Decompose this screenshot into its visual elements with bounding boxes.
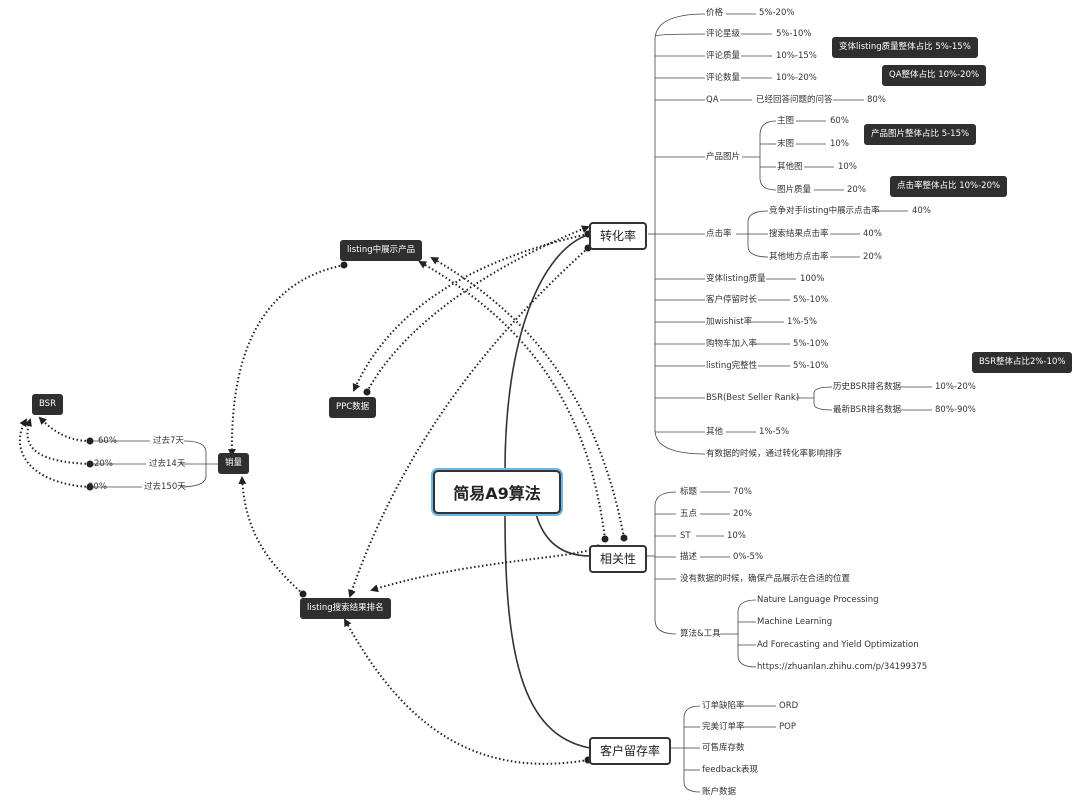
value-price: 5%-20% bbox=[759, 8, 795, 18]
item-qa[interactable]: QA bbox=[706, 95, 719, 105]
item-stay-time[interactable]: 客户停留时长 bbox=[706, 295, 758, 305]
item-ctr-competitor[interactable]: 竞争对手listing中展示点击率 bbox=[769, 206, 880, 216]
value-perfect-order: POP bbox=[779, 722, 796, 732]
value-other: 1%-5% bbox=[759, 427, 790, 437]
sales-7d[interactable]: 过去7天 bbox=[153, 436, 184, 446]
node-bsr[interactable]: BSR bbox=[32, 394, 63, 415]
value-ctr-competitor: 40% bbox=[912, 206, 931, 216]
item-qa-answered[interactable]: 已经回答问题的问答 bbox=[756, 95, 833, 105]
item-st[interactable]: ST bbox=[680, 531, 691, 541]
node-ppc-data[interactable]: PPC数据 bbox=[329, 397, 377, 418]
value-cart-rate: 5%-10% bbox=[793, 339, 829, 349]
item-other[interactable]: 其他 bbox=[706, 427, 724, 437]
value-qa: 80% bbox=[867, 95, 886, 105]
callout-bsr-share[interactable]: BSR整体占比2%-10% bbox=[972, 352, 1073, 373]
root-topic[interactable]: 简易A9算法 bbox=[433, 470, 561, 514]
item-variant-quality[interactable]: 变体listing质量 bbox=[706, 274, 766, 284]
item-bullets[interactable]: 五点 bbox=[680, 509, 698, 519]
item-description[interactable]: 描述 bbox=[680, 552, 698, 562]
item-order-defect[interactable]: 订单缺陷率 bbox=[702, 701, 745, 711]
item-image-quality[interactable]: 图片质量 bbox=[777, 185, 812, 195]
item-ctr-search[interactable]: 搜索结果点击率 bbox=[769, 229, 829, 239]
value-bsr-latest: 80%-90% bbox=[935, 405, 976, 415]
sales-14d-pct: 20% bbox=[94, 459, 113, 469]
item-perfect-order[interactable]: 完美订单率 bbox=[702, 722, 745, 732]
item-wishlist[interactable]: 加wishist率 bbox=[706, 317, 753, 327]
value-review-level: 5%-10% bbox=[776, 29, 812, 39]
callout-image-share[interactable]: 产品图片整体占比 5-15% bbox=[864, 124, 977, 145]
item-title[interactable]: 标题 bbox=[680, 487, 698, 497]
item-end-image[interactable]: 末图 bbox=[777, 139, 795, 149]
item-conversion-note[interactable]: 有数据的时候，通过转化率影响排序 bbox=[706, 449, 843, 459]
item-listing-completeness[interactable]: listing完整性 bbox=[706, 361, 758, 371]
sales-7d-pct: 60% bbox=[98, 436, 117, 446]
value-bsr-history: 10%-20% bbox=[935, 382, 976, 392]
value-variant-quality: 100% bbox=[800, 274, 825, 284]
sales-150d[interactable]: 过去150天 bbox=[144, 482, 186, 492]
item-review-count[interactable]: 评论数量 bbox=[706, 73, 741, 83]
item-reference-link[interactable]: https://zhuanlan.zhihu.com/p/34199375 bbox=[757, 662, 928, 672]
callout-qa-share[interactable]: QA整体占比 10%-20% bbox=[882, 65, 987, 86]
item-product-images[interactable]: 产品图片 bbox=[706, 152, 741, 162]
value-main-image: 60% bbox=[830, 116, 849, 126]
item-ctr-other[interactable]: 其他地方点击率 bbox=[769, 252, 829, 262]
value-wishlist: 1%-5% bbox=[787, 317, 818, 327]
node-sales[interactable]: 销量 bbox=[218, 453, 250, 474]
value-stay-time: 5%-10% bbox=[793, 295, 829, 305]
item-cart-rate[interactable]: 购物车加入率 bbox=[706, 339, 758, 349]
item-main-image[interactable]: 主图 bbox=[777, 116, 795, 126]
value-other-image: 10% bbox=[838, 162, 857, 172]
item-review-level[interactable]: 评论星级 bbox=[706, 29, 741, 39]
value-bullets: 20% bbox=[733, 509, 752, 519]
item-relevance-note[interactable]: 没有数据的时候，确保产品展示在合适的位置 bbox=[680, 574, 851, 584]
item-other-image[interactable]: 其他图 bbox=[777, 162, 803, 172]
sales-150d-pct: 20% bbox=[88, 482, 107, 492]
item-bsr-latest[interactable]: 最新BSR排名数据 bbox=[833, 405, 901, 415]
item-bsr-history[interactable]: 历史BSR排名数据 bbox=[833, 382, 901, 392]
item-algorithms-tools[interactable]: 算法&工具 bbox=[680, 629, 721, 639]
value-st: 10% bbox=[727, 531, 746, 541]
value-listing-completeness: 5%-10% bbox=[793, 361, 829, 371]
node-search-rank[interactable]: listing搜索结果排名 bbox=[300, 598, 391, 619]
value-review-quality: 10%-15% bbox=[776, 51, 817, 61]
value-order-defect: ORD bbox=[779, 701, 799, 711]
value-ctr-search: 40% bbox=[863, 229, 882, 239]
item-feedback[interactable]: feedback表现 bbox=[702, 765, 759, 775]
item-review-quality[interactable]: 评论质量 bbox=[706, 51, 741, 61]
item-stock[interactable]: 可售库存数 bbox=[702, 743, 745, 753]
value-ctr-other: 20% bbox=[863, 252, 882, 262]
value-end-image: 10% bbox=[830, 139, 849, 149]
value-title: 70% bbox=[733, 487, 752, 497]
item-machine-learning[interactable]: Machine Learning bbox=[757, 617, 833, 627]
sales-14d[interactable]: 过去14天 bbox=[149, 459, 186, 469]
callout-ctr-share[interactable]: 点击率整体占比 10%-20% bbox=[890, 176, 1008, 197]
node-listing-show[interactable]: listing中展示产品 bbox=[340, 240, 423, 261]
item-ctr[interactable]: 点击率 bbox=[706, 229, 732, 239]
callout-variant-share[interactable]: 变体listing质量整体占比 5%-15% bbox=[832, 37, 978, 58]
topic-conversion-rate[interactable]: 转化率 bbox=[589, 222, 648, 250]
item-ad-forecasting[interactable]: Ad Forecasting and Yield Optimization bbox=[757, 640, 919, 650]
topic-customer-retention[interactable]: 客户留存率 bbox=[589, 737, 672, 765]
item-price[interactable]: 价格 bbox=[706, 8, 724, 18]
value-image-quality: 20% bbox=[847, 185, 866, 195]
item-bsr[interactable]: BSR(Best Seller Rank) bbox=[706, 393, 800, 403]
value-review-count: 10%-20% bbox=[776, 73, 817, 83]
item-account[interactable]: 账户数据 bbox=[702, 787, 737, 797]
value-description: 0%-5% bbox=[733, 552, 764, 562]
item-nlp[interactable]: Nature Language Processing bbox=[757, 595, 879, 605]
topic-relevance[interactable]: 相关性 bbox=[589, 545, 648, 573]
